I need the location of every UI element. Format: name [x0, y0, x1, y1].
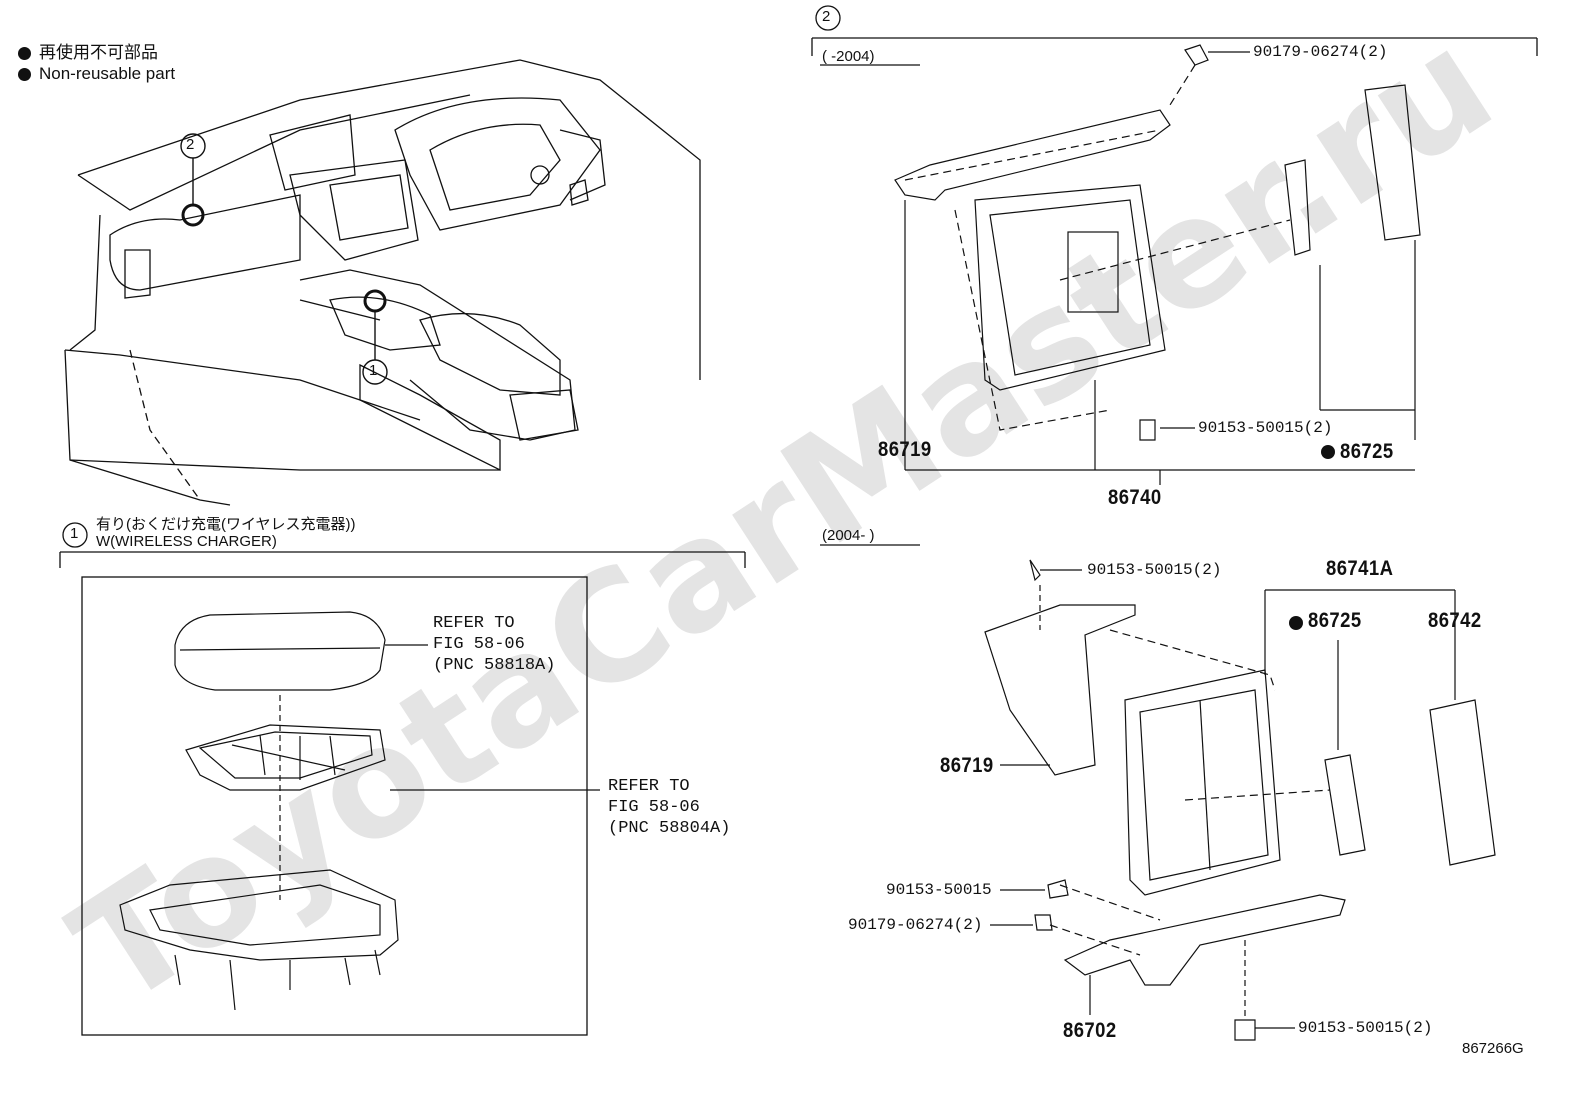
wireless-charger-parts [119, 611, 600, 1011]
dashboard-illustration [64, 59, 701, 506]
figure-code: 867266G [1462, 1040, 1524, 1057]
legend-item-jp: 再使用不可部品 [18, 38, 158, 63]
upper-module-parts [894, 44, 1421, 485]
section2-frame [811, 5, 1538, 546]
section1-title-jp: 有り(おくだけ充電(ワイヤレス充電器)) [96, 516, 356, 533]
lower-module-parts [984, 559, 1496, 1041]
legend-item-en: Non-reusable part [18, 64, 175, 84]
date-range-upper: ( -2004) [822, 48, 875, 65]
filled-dot-icon [18, 47, 31, 61]
nonreusable-dot-icon [1289, 616, 1303, 630]
part-module-upper[interactable]: 86740 [1108, 486, 1162, 509]
callout-markers [180, 133, 388, 385]
part-bolt-upper[interactable]: 90153-50015(2) [1198, 419, 1333, 437]
part-bracket-lower[interactable]: 86719 [940, 754, 994, 777]
section1-frame [59, 522, 746, 1036]
part-nut-lower[interactable]: 90179-06274(2) [848, 916, 983, 934]
refer-label-tray: REFER TO FIG 58-06 (PNC 58818A) [433, 614, 556, 675]
part-bolt-single-lower[interactable]: 90153-50015 [886, 881, 992, 899]
section1-title-en: W(WIRELESS CHARGER) [96, 533, 277, 550]
nonreusable-dot-icon [1321, 445, 1335, 459]
part-bracket-upper[interactable]: 86719 [878, 438, 932, 461]
callout-2-label: 2 [186, 136, 195, 153]
section2-number: 2 [822, 8, 831, 25]
part-lower-bracket[interactable]: 86702 [1063, 1019, 1117, 1042]
part-bolt-top-lower[interactable]: 90153-50015(2) [1087, 561, 1222, 579]
date-range-lower: (2004- ) [822, 527, 875, 544]
part-cover-lower[interactable]: 86742 [1428, 609, 1482, 632]
part-nut-upper[interactable]: 90179-06274(2) [1253, 43, 1388, 61]
refer-label-charger: REFER TO FIG 58-06 (PNC 58804A) [608, 777, 731, 838]
part-antenna-upper[interactable]: 86725 [1340, 440, 1394, 463]
callout-1-label: 1 [369, 362, 378, 379]
part-antenna-lower[interactable]: 86725 [1308, 609, 1362, 632]
part-assembly-lower[interactable]: 86741A [1326, 557, 1394, 580]
section1-number: 1 [70, 525, 79, 542]
filled-dot-icon [18, 68, 31, 82]
part-bolt-bottom-lower[interactable]: 90153-50015(2) [1298, 1019, 1433, 1037]
